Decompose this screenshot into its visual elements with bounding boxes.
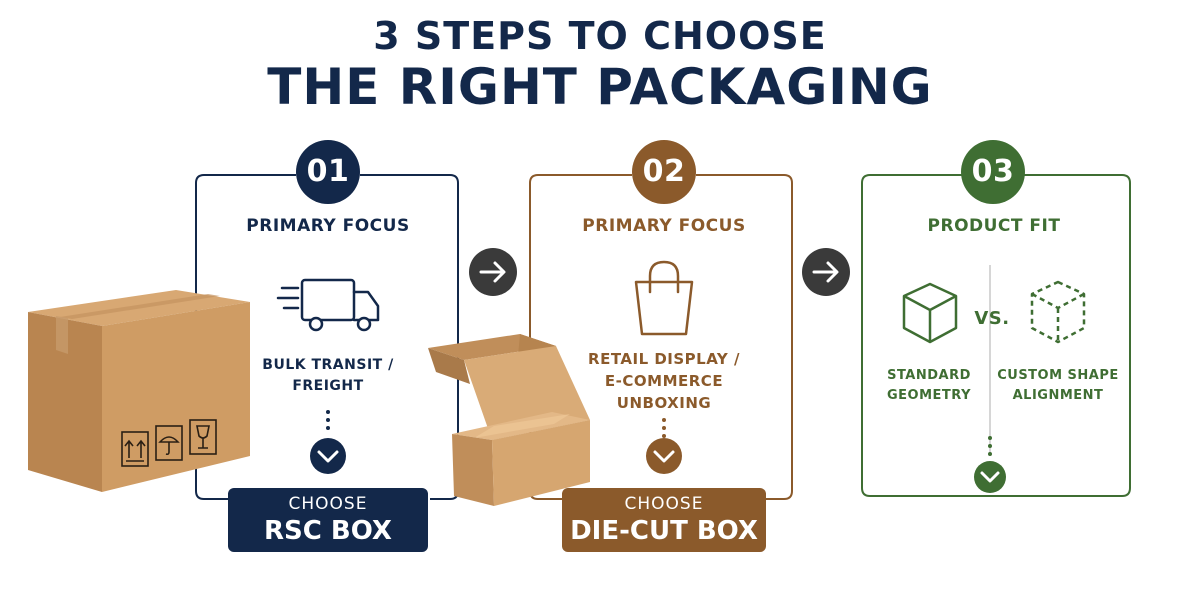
step-2-panel <box>529 174 793 500</box>
chevron-down-icon <box>646 438 682 474</box>
step-1-heading: PRIMARY FOCUS <box>246 216 410 236</box>
step-2-number-circle <box>632 140 696 204</box>
step-1-number-circle <box>296 140 360 204</box>
step-3-option-custom: CUSTOM SHAPE ALIGNMENT <box>997 368 1119 403</box>
vs-label: VS. <box>974 308 1010 329</box>
title-line-2: THE RIGHT PACKAGING <box>267 58 933 116</box>
die-cut-box-image <box>428 334 590 506</box>
step-1-number: 01 <box>306 154 350 189</box>
step-1-use-case: BULK TRANSIT / FREIGHT <box>262 357 394 394</box>
delivery-truck-icon <box>276 278 380 332</box>
chevron-down-icon <box>974 461 1006 493</box>
title-line-1: 3 STEPS TO CHOOSE <box>373 14 827 58</box>
step-2-heading: PRIMARY FOCUS <box>582 216 746 236</box>
choose-die-cut-box-button[interactable]: CHOOSE DIE-CUT BOX <box>562 488 766 552</box>
shopping-bag-icon <box>634 260 694 336</box>
step-3-panel <box>861 174 1131 497</box>
step-3-option-standard: STANDARD GEOMETRY <box>887 368 971 403</box>
solid-cube-icon <box>902 282 958 344</box>
step-3-number-circle <box>961 140 1025 204</box>
arrow-right-icon <box>469 248 517 296</box>
step-2-number: 02 <box>642 154 686 189</box>
chevron-down-icon <box>310 438 346 474</box>
rsc-box-image <box>28 290 250 492</box>
handling-symbols-icon <box>121 419 217 467</box>
choose-rsc-box-button[interactable]: CHOOSE RSC BOX <box>228 488 428 552</box>
step-2-use-case: RETAIL DISPLAY / E-COMMERCE UNBOXING <box>588 350 740 412</box>
dashed-cube-icon <box>1030 280 1086 344</box>
arrow-right-icon <box>802 248 850 296</box>
step-3-heading: PRODUCT FIT <box>927 216 1061 236</box>
step-3-number: 03 <box>971 154 1015 189</box>
